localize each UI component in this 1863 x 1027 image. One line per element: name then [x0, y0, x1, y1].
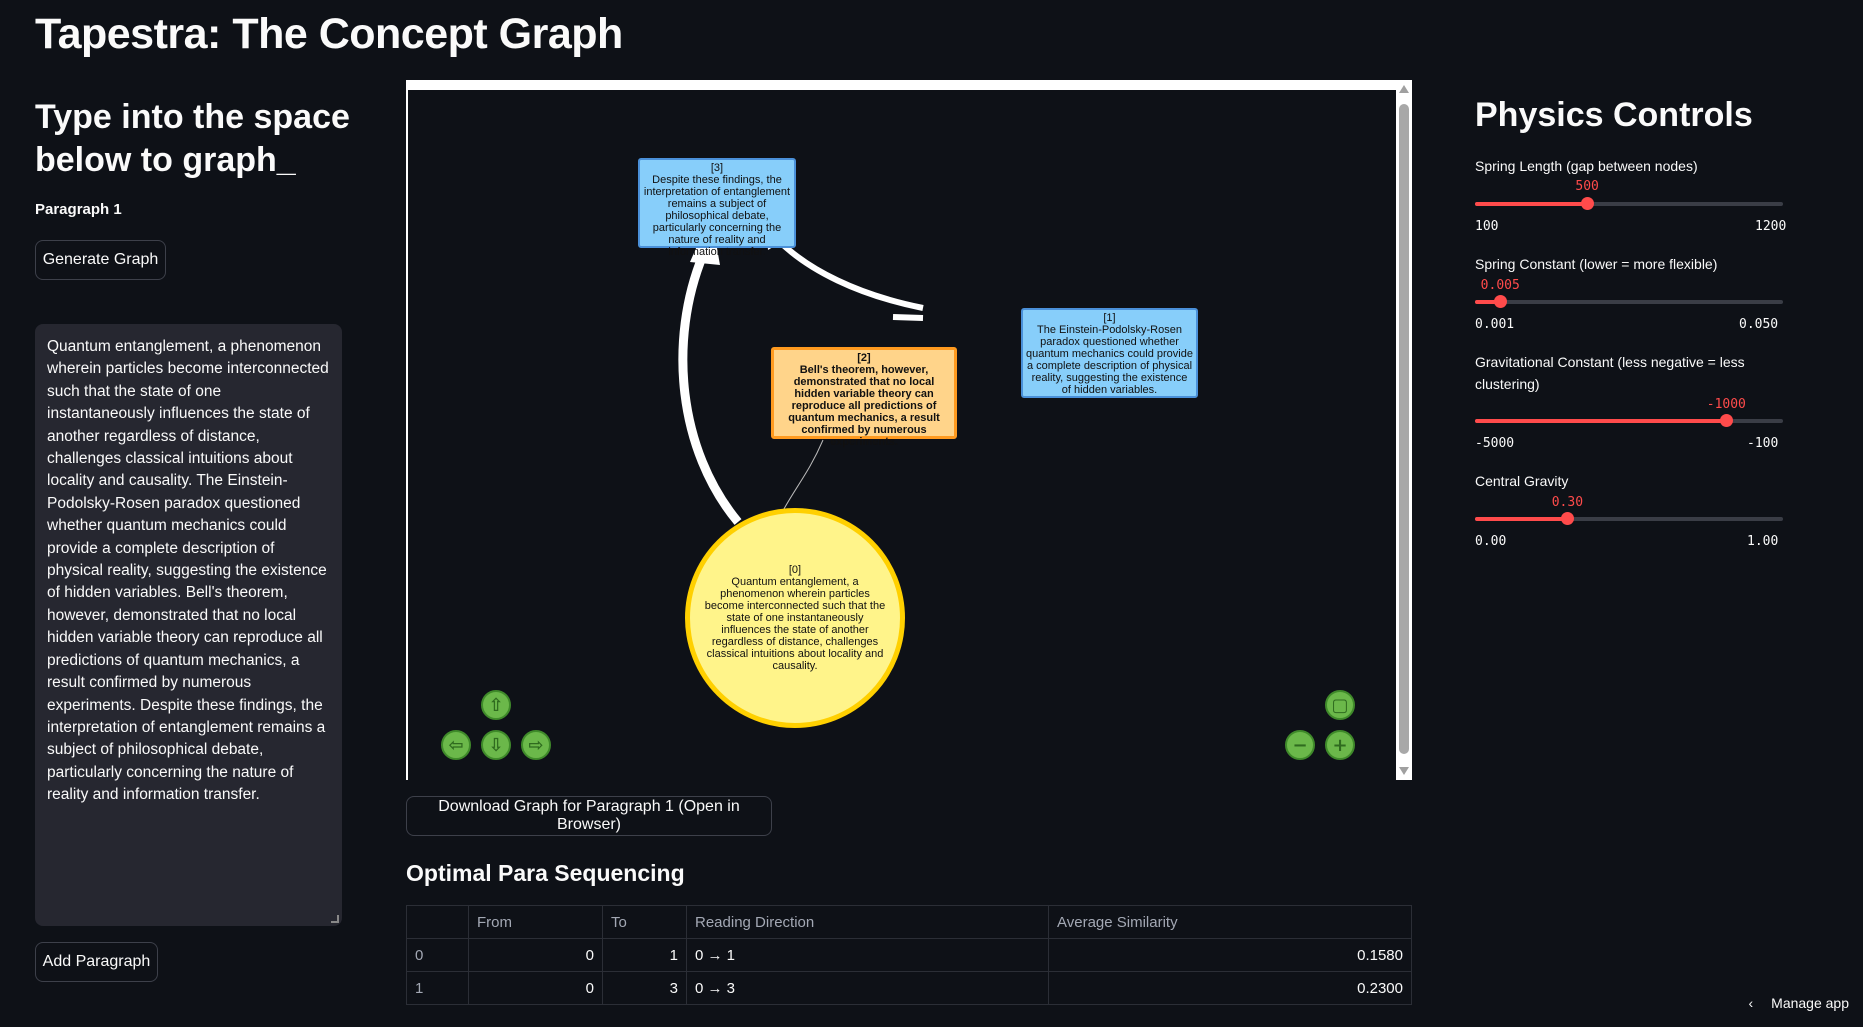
- column-header-to[interactable]: To: [602, 905, 687, 939]
- slider-thumb[interactable]: [1494, 295, 1508, 308]
- edge-1-3: [775, 237, 924, 311]
- slider-value-central-gravity: 0.30: [1551, 495, 1584, 510]
- sequencing-table: From To Reading Direction Average Simila…: [406, 905, 1412, 1005]
- node-0-text: Quantum entanglement, a phenomenon where…: [704, 576, 886, 672]
- scroll-down-icon[interactable]: [1399, 767, 1409, 775]
- cell-to: 3: [602, 971, 687, 1005]
- table-row: 1 0 3 0 → 3 0.2300: [406, 971, 1412, 1005]
- node-1-id: [1]: [1103, 312, 1116, 324]
- paragraph-textarea[interactable]: Quantum entanglement, a phenomenon where…: [35, 324, 342, 926]
- cell-direction: 0 → 1: [686, 938, 1049, 972]
- arrow-up-icon[interactable]: ⇧: [481, 690, 511, 720]
- graph-canvas[interactable]: [3] Despite these findings, the interpre…: [408, 90, 1396, 780]
- graph-scrollbar[interactable]: [1396, 80, 1412, 780]
- slider-thumb[interactable]: [1720, 414, 1734, 427]
- slider-label-spring-length: Spring Length (gap between nodes): [1475, 158, 1698, 174]
- slider-thumb[interactable]: [1581, 197, 1595, 210]
- slider-max: -100: [1747, 436, 1779, 451]
- slider-max: 1.00: [1747, 534, 1779, 549]
- slider-label-spring-constant: Spring Constant (lower = more flexible): [1475, 256, 1718, 272]
- arrow-left-icon[interactable]: ⇦: [441, 730, 471, 760]
- cell-similarity: 0.1580: [1048, 938, 1412, 972]
- cell-from: 0: [468, 938, 603, 972]
- zoom-out-icon[interactable]: −: [1285, 730, 1315, 760]
- add-paragraph-button[interactable]: Add Paragraph: [35, 942, 158, 982]
- edge-2-1: [892, 314, 924, 321]
- fit-icon[interactable]: ▢: [1325, 690, 1355, 720]
- generate-graph-button[interactable]: Generate Graph: [35, 240, 166, 280]
- slider-max: 0.050: [1739, 317, 1779, 332]
- row-index: 1: [406, 971, 469, 1005]
- download-graph-button[interactable]: Download Graph for Paragraph 1 (Open in …: [406, 796, 772, 836]
- resize-grip-icon[interactable]: [331, 915, 339, 923]
- edge-0-3: [678, 253, 742, 525]
- central-gravity-slider[interactable]: [1475, 512, 1783, 525]
- slider-value-gravitational-constant: -1000: [1706, 397, 1746, 412]
- cell-direction: 0 → 3: [686, 971, 1049, 1005]
- arrow-right-icon[interactable]: ⇨: [521, 730, 551, 760]
- table-row: 0 0 1 0 → 1 0.1580: [406, 938, 1412, 972]
- graph-node-3[interactable]: [3] Despite these findings, the interpre…: [638, 158, 796, 258]
- sequencing-title: Optimal Para Sequencing: [406, 860, 685, 886]
- slider-max: 1200: [1755, 219, 1787, 234]
- column-header-from[interactable]: From: [468, 905, 603, 939]
- node-3-id: [3]: [710, 162, 724, 174]
- manage-app-button[interactable]: ‹ Manage app: [1748, 995, 1849, 1011]
- slider-label-gravitational-constant: Gravitational Constant (less negative = …: [1475, 354, 1745, 392]
- slider-fill: [1475, 202, 1588, 206]
- slider-fill: [1475, 419, 1727, 423]
- graph-node-2[interactable]: [2] Bell's theorem, however, demonstrate…: [771, 347, 957, 448]
- slider-label-central-gravity: Central Gravity: [1475, 473, 1569, 489]
- spring-length-slider[interactable]: [1475, 197, 1783, 210]
- left-heading: Type into the space below to graph_: [35, 98, 350, 179]
- scrollbar-thumb[interactable]: [1399, 104, 1409, 754]
- zoom-in-icon[interactable]: +: [1325, 730, 1355, 760]
- node-0-id: [0]: [788, 564, 802, 576]
- spring-constant-slider[interactable]: [1475, 295, 1783, 308]
- column-header[interactable]: [406, 905, 469, 939]
- paragraph-text: Quantum entanglement, a phenomenon where…: [47, 338, 329, 804]
- slider-min: 0.001: [1475, 317, 1515, 332]
- column-header-direction[interactable]: Reading Direction: [686, 905, 1049, 939]
- cell-from: 0: [468, 971, 603, 1005]
- column-header-similarity[interactable]: Average Similarity: [1048, 905, 1412, 939]
- chevron-left-icon: ‹: [1748, 995, 1754, 1011]
- node-1-text: The Einstein-Podolsky-Rosen paradox ques…: [1026, 324, 1193, 396]
- gravitational-constant-slider[interactable]: [1475, 414, 1783, 427]
- graph-node-0[interactable]: [0] Quantum entanglement, a phenomenon w…: [685, 508, 905, 728]
- node-3-text: Despite these findings, the interpretati…: [643, 174, 791, 258]
- cell-similarity: 0.2300: [1048, 971, 1412, 1005]
- slider-value-spring-constant: 0.005: [1480, 278, 1520, 293]
- node-2-id: [2]: [857, 352, 871, 364]
- slider-min: 100: [1475, 219, 1499, 234]
- slider-min: 0.00: [1475, 534, 1507, 549]
- graph-node-1[interactable]: [1] The Einstein-Podolsky-Rosen paradox …: [1021, 308, 1198, 398]
- paragraph-label: Paragraph 1: [35, 201, 122, 218]
- cell-to: 1: [602, 938, 687, 972]
- slider-thumb[interactable]: [1561, 512, 1575, 525]
- arrow-down-icon[interactable]: ⇩: [481, 730, 511, 760]
- physics-title: Physics Controls: [1475, 96, 1753, 134]
- row-index: 0: [406, 938, 469, 972]
- manage-app-label: Manage app: [1771, 995, 1849, 1011]
- slider-value-spring-length: 500: [1575, 179, 1599, 194]
- app-title: Tapestra: The Concept Graph: [35, 10, 623, 58]
- slider-fill: [1475, 517, 1568, 521]
- scroll-up-icon[interactable]: [1399, 85, 1409, 93]
- slider-min: -5000: [1475, 436, 1515, 451]
- slider-fill: [1475, 300, 1501, 304]
- graph-frame: [3] Despite these findings, the interpre…: [406, 80, 1412, 780]
- node-2-text: Bell's theorem, however, demonstrated th…: [788, 364, 940, 448]
